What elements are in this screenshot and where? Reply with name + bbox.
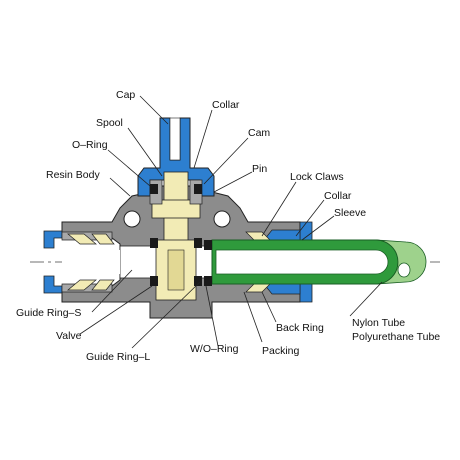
- o-rings: [150, 184, 212, 286]
- label-cam: Cam: [248, 127, 270, 139]
- label-collar-right: Collar: [324, 190, 352, 202]
- label-sleeve: Sleeve: [334, 207, 366, 219]
- label-wo-ring: W/O–Ring: [190, 343, 239, 355]
- label-spool: Spool: [96, 117, 123, 129]
- label-nylon-tube: Nylon Tube: [352, 317, 405, 329]
- left-port-hole: [123, 210, 141, 228]
- label-back-ring: Back Ring: [276, 322, 324, 334]
- nylon-tube: [211, 239, 427, 285]
- label-collar-top: Collar: [212, 99, 240, 111]
- left-bore: [62, 250, 120, 274]
- leader-lines: [79, 95, 383, 349]
- label-packing: Packing: [262, 345, 300, 357]
- label-valve: Valve: [56, 330, 82, 342]
- label-o-ring: O–Ring: [72, 139, 108, 151]
- label-resin-body: Resin Body: [46, 169, 100, 181]
- label-pin: Pin: [252, 163, 267, 175]
- label-guide-ring-s: Guide Ring–S: [16, 307, 81, 319]
- label-guide-ring-l: Guide Ring–L: [86, 351, 150, 363]
- cap-slot: [169, 117, 181, 161]
- label-lock-claws: Lock Claws: [290, 171, 344, 183]
- right-port-hole: [213, 210, 231, 228]
- spool: [151, 171, 201, 301]
- left-lock-assembly: [61, 231, 115, 293]
- left-collar-parts: [43, 230, 63, 294]
- label-cap: Cap: [116, 89, 135, 101]
- label-polyurethane-tube: Polyurethane Tube: [352, 331, 440, 343]
